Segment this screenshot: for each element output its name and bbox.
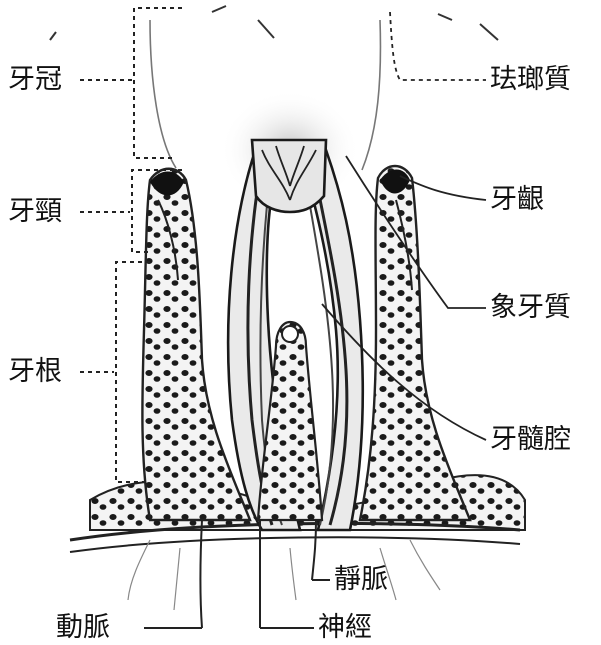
bottom-leaders [144,580,330,628]
label-pulp-cavity: 牙髓腔 [490,426,571,453]
crown-tip-marks [50,6,498,40]
label-nerve: 神經 [318,614,372,641]
label-crown: 牙冠 [8,66,62,93]
label-gum: 牙齦 [490,186,544,213]
label-neck: 牙頸 [8,198,62,225]
label-enamel: 珐瑯質 [490,66,571,93]
right-gum-column [360,166,470,520]
vessels-and-nerves [128,520,440,628]
pulp-chamber [252,140,326,212]
label-dentin: 象牙質 [490,294,571,321]
label-root: 牙根 [8,358,62,385]
label-vein: 靜脈 [334,566,388,593]
label-artery: 動脈 [56,614,110,641]
